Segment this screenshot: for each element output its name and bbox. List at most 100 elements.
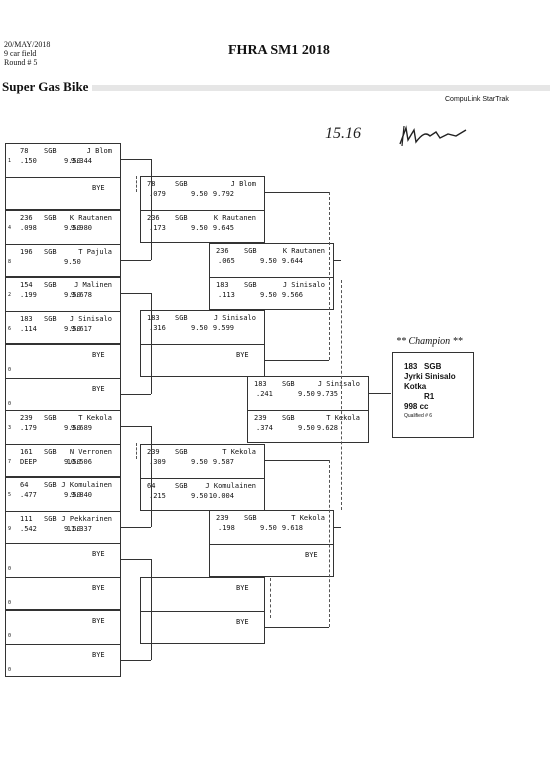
reaction-time: .173 [149,224,166,232]
elapsed-time: 9.792 [212,190,234,198]
seed-number: 9 [8,526,12,532]
seed-number: 4 [8,225,12,231]
reaction-time: .316 [149,324,166,332]
bye-label: BYE [92,651,105,659]
elapsed-time: 9.840 [70,491,92,499]
champion-number: 183 [404,362,418,371]
reaction-time: .179 [20,424,37,432]
car-class: SGB [44,515,57,523]
car-class: SGB [282,380,295,388]
seed-number: 0 [8,633,12,639]
car-number: 236 [20,214,33,222]
top-lane: BYE [141,578,264,611]
connector-line [329,460,330,627]
connector-line [151,293,152,394]
seed-number: 0 [8,667,12,673]
reaction-time: .114 [20,325,37,333]
bottom-lane: BYE [210,544,333,578]
reaction-time: .215 [149,492,166,500]
handwritten-time: 15.16 [325,125,361,142]
car-class: SGB [44,248,57,256]
car-class: SGB [244,247,257,255]
elapsed-time: 9.735 [316,390,338,398]
elapsed-time: 9.644 [281,257,303,265]
elapsed-time: 9.678 [70,291,92,299]
bottom-lane: BYE [6,177,120,211]
racer-name: J Blom [230,180,256,188]
car-class: SGB [175,214,188,222]
reaction-time: .241 [256,390,273,398]
bottom-lane: BYE [141,344,264,378]
connector-line [265,360,329,361]
racer-name: T Pajula [78,248,112,256]
car-number: 239 [254,414,267,422]
dial-in: 9.50 [64,291,81,299]
elapsed-time: 9.587 [212,458,234,466]
reaction-time: .374 [256,424,273,432]
seed-number: 0 [8,401,12,407]
car-number: 236 [147,214,160,222]
reaction-time: .542 [20,525,37,533]
dial-in: 9.50 [64,424,81,432]
dial-in: 9.50 [298,424,315,432]
car-number: 236 [216,247,229,255]
connector-line [265,192,329,193]
elapsed-time: 9.344 [70,157,92,165]
connector-line [151,426,152,527]
dial-in: 9.50 [64,525,81,533]
racer-name: J Sinisalo [213,314,256,322]
elapsed-time: 9.618 [281,524,303,532]
reaction-time: DEEP [20,458,37,466]
car-number: 239 [147,448,160,456]
bye-label: BYE [92,351,105,359]
bye-label: BYE [92,184,105,192]
event-title: FHRA SM1 2018 [228,43,330,58]
connector-line [121,527,151,528]
dial-in: 9.50 [191,224,208,232]
bye-label: BYE [92,550,105,558]
car-number: 183 [254,380,267,388]
racer-name: K Rautanen [213,214,256,222]
seed-number: 0 [8,600,12,606]
seed-number: 1 [8,158,12,164]
dial-in: 9.50 [64,157,81,165]
car-number: 183 [216,281,229,289]
racer-name: T Kekola [222,448,256,456]
dial-in: 9.50 [64,491,81,499]
reaction-time: .098 [20,224,37,232]
connector-line [334,527,341,528]
connector-line [151,159,152,260]
reaction-time: .150 [20,157,37,165]
connector-line [121,394,151,395]
dial-in: 9.50 [191,324,208,332]
reaction-time: .199 [20,291,37,299]
connector-line [329,192,330,360]
connector-line [265,460,329,461]
field-size: 9 car field [4,49,37,58]
car-number: 239 [216,514,229,522]
connector-line [121,559,151,560]
elapsed-time: 9.599 [212,324,234,332]
champion-name: Jyrki Sinisalo [404,372,456,381]
champion-cc: 998 cc [404,402,429,411]
